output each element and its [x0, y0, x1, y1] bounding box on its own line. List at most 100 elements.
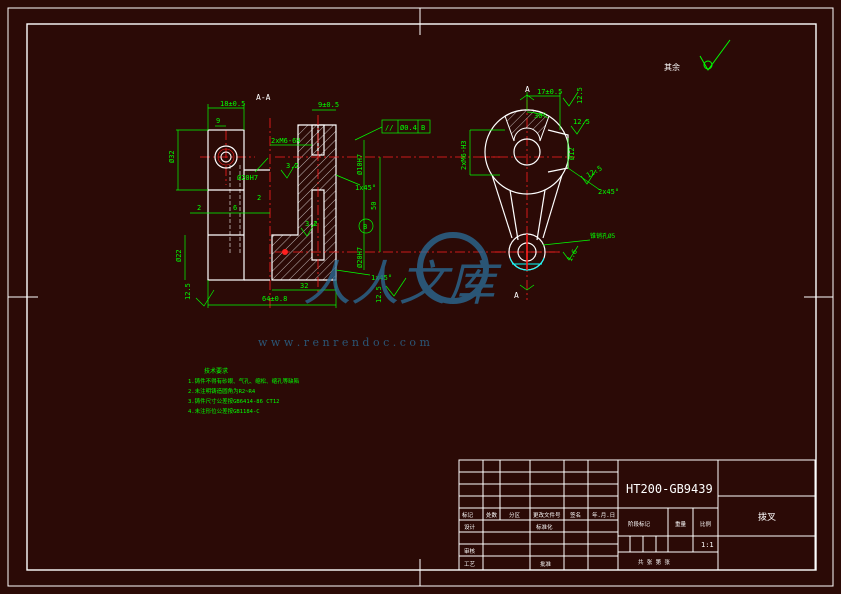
- dim-text-18: 18±0.5: [220, 100, 245, 108]
- rough-text-side: 12.5: [573, 118, 590, 126]
- rough-text-left: 12.5: [184, 283, 192, 300]
- section-hatched-body: [271, 124, 337, 281]
- hole-note-text: 锥销孔Ø5: [590, 232, 616, 240]
- tb-label-stage: 阶段标记: [628, 520, 651, 528]
- top-boss-hatch: [504, 109, 550, 142]
- tb-label-sheets: 共 张 第 张: [638, 558, 670, 566]
- dim-text-20h7: Ø20H7: [237, 174, 258, 182]
- tb-label-mark: 标记: [462, 511, 474, 519]
- arm-edge-left: [491, 174, 513, 239]
- rough-text-bottom: 1.6: [566, 248, 579, 263]
- dim-text-2b: 2: [257, 194, 261, 202]
- drawing-frame: [7, 7, 834, 587]
- tb-material: HT200-GB9439: [626, 482, 713, 496]
- dim-text-64: 64±0.8: [262, 295, 287, 303]
- rough-text-32b: 3.2: [305, 220, 318, 228]
- watermark-logo-icon: [417, 232, 489, 304]
- tb-part-name: 拨叉: [758, 511, 776, 523]
- datum-b-circle: [358, 218, 374, 234]
- tech-req-line-3: 3.铸件尺寸公差按GB6414-86 CT12: [188, 397, 279, 405]
- tech-req-line-2: 2.未注明铸造圆角为R2~R4: [188, 387, 256, 395]
- roughness-symbol-icon: [699, 39, 731, 71]
- tb-label-signature: 签名: [570, 511, 581, 519]
- section-arrow-top-icon: [519, 94, 535, 101]
- watermark-url: w w w . r e n r e n d o c . c o m: [258, 336, 430, 349]
- dim-text-6: 6: [233, 204, 237, 212]
- dim-text-20h7b: Ø20H7: [356, 247, 364, 268]
- front-view: 17±0.5 30° 12.5 12.5 Ø12 2xM6-H3 2x45° 1…: [460, 85, 619, 300]
- watermark-text: 人人文库: [303, 256, 502, 312]
- tol-val-text: Ø0.4: [400, 124, 417, 132]
- left-view-body: [207, 129, 245, 281]
- chamfer-leader-right: [567, 167, 601, 191]
- dim-text-2a: 2: [197, 204, 201, 212]
- left-view-hole-thread: [217, 148, 235, 166]
- rough-mid-icon: [385, 277, 407, 297]
- fork-slot: [547, 129, 569, 173]
- section-view-a-a: 9±0.5 // Ø0.4 B 2xM6-6H 3.2 Ø10H7 1x45° …: [270, 101, 560, 303]
- rough-side-icon: [570, 119, 587, 135]
- section-label-aa: A-A: [256, 93, 271, 102]
- general-roughness-note: 其余: [664, 39, 731, 72]
- dim-text-17: 17±0.5: [537, 88, 562, 96]
- rough-32a-icon: [280, 162, 297, 179]
- dim-text-phi12: Ø12: [568, 147, 576, 160]
- technical-requirements: 技术要求 1.铸件不得有砂眼、气孔、缩松、缩孔等缺陷 2.未注明铸造圆角为R2~…: [188, 367, 299, 415]
- left-view-hole-inner: [220, 151, 232, 163]
- section-letter-bottom: A: [514, 291, 519, 300]
- tb-label-change-doc: 更改文件号: [533, 511, 561, 519]
- roughness-circle-icon: [703, 60, 713, 70]
- tech-req-title: 技术要求: [204, 367, 228, 375]
- left-view-hole-outer: [214, 145, 238, 169]
- title-block-border: [458, 459, 816, 571]
- other-surfaces-text: 其余: [664, 62, 680, 72]
- rough-right-icon: [580, 169, 597, 185]
- dim-text-left: 2xM6-H3: [460, 140, 468, 170]
- tb-label-approve: 批准: [540, 560, 552, 568]
- dim-text-30deg: 30°: [534, 112, 547, 120]
- tb-label-check: 审核: [464, 547, 476, 555]
- tb-label-date: 年.月.日: [592, 511, 615, 519]
- arm-inner-left: [509, 189, 519, 241]
- dim-text-9-mid: 9±0.5: [318, 101, 339, 109]
- dim-text-32: Ø32: [168, 150, 176, 163]
- arm-edge-right: [542, 174, 563, 239]
- chamfer-text-2: 1x45°: [371, 274, 392, 282]
- tb-label-process: 工艺: [464, 561, 476, 568]
- rough-text-top: 12.5: [576, 87, 584, 104]
- thread-text: 2xM6-6H: [271, 137, 301, 145]
- leader-20h7: [254, 157, 269, 173]
- title-block: 标记 处数 分区 更改文件号 签名 年.月.日 设计 标准化 审核 工艺 批准 …: [458, 459, 816, 571]
- tb-label-count: 处数: [486, 511, 498, 519]
- bottom-boss-hatch-arc: [509, 257, 545, 271]
- section-arrow-bottom-icon: [519, 284, 535, 291]
- chamfer-leader-2: [335, 269, 371, 276]
- tb-label-zone: 分区: [509, 511, 521, 519]
- dim-text-bore: Ø10H7: [356, 154, 364, 175]
- tb-scale-value: 1:1: [701, 541, 714, 549]
- dim-text-9: 9: [216, 117, 220, 125]
- tb-label-scale: 比例: [700, 520, 712, 528]
- chamfer-text-right: 2x45°: [598, 188, 619, 196]
- rough-32b-icon: [300, 220, 317, 237]
- tolerance-frame: [381, 119, 431, 134]
- rough-top-icon: [562, 91, 579, 107]
- section-letter-top: A: [525, 85, 530, 94]
- tol-leader: [354, 126, 383, 141]
- chamfer-leader-1: [335, 174, 361, 186]
- tech-req-line-4: 4.未注形位公差按GB1184-C: [188, 407, 260, 415]
- top-boss-bore: [513, 138, 541, 166]
- tb-label-weight: 重量: [675, 520, 687, 528]
- arm-inner-right: [536, 189, 546, 241]
- left-side-view: 18±0.5 9 Ø32 Ø22 2 6 2 12.5 Ø20H7 64±0.8…: [168, 93, 337, 310]
- rough-left-icon: [195, 289, 215, 307]
- dim-text-50: 50: [370, 202, 378, 210]
- tb-label-standard: 标准化: [536, 523, 553, 531]
- dim-text-32-mid: 32: [300, 282, 308, 290]
- tol-ref-text: B: [421, 124, 425, 132]
- rough-bottom-icon: [562, 245, 579, 261]
- rough-text-32a: 3.2: [286, 162, 299, 170]
- datum-b-text: B: [363, 223, 367, 231]
- rough-text-mid: 12.5: [375, 286, 383, 303]
